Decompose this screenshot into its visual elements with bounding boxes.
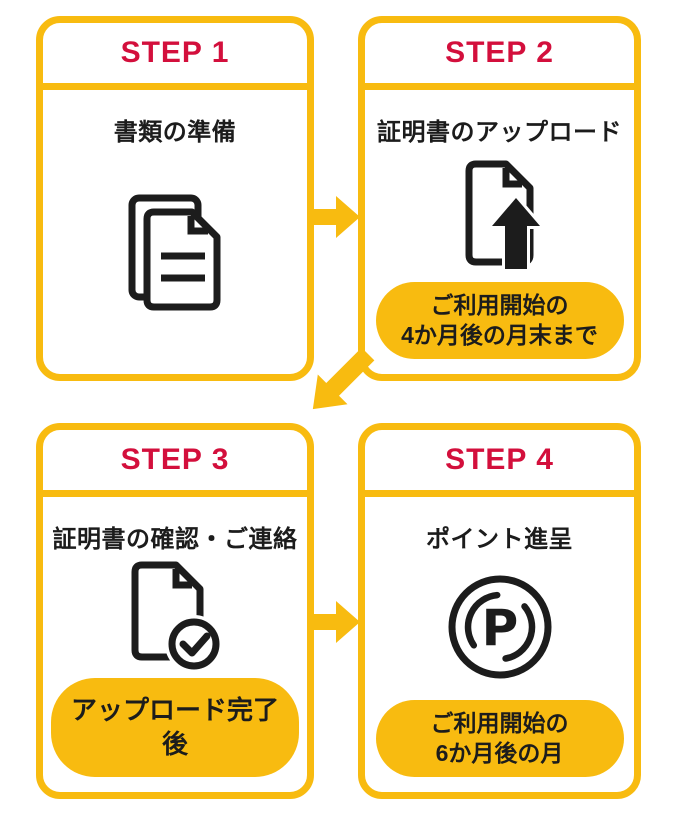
deadline-badge: ご利用開始の 6か月後の月	[375, 700, 624, 777]
step-title: 証明書の確認・ご連絡	[52, 526, 298, 553]
point-circle-icon: P	[445, 554, 555, 700]
step-4-body: ポイント進呈 P ご利用開始の 6か月後の月	[365, 497, 634, 792]
documents-icon	[127, 147, 223, 359]
badge-line: 4か月後の月末まで	[401, 321, 598, 348]
document-upload-icon	[454, 147, 546, 282]
step-3-header: STEP 3	[43, 430, 307, 497]
step-title: ポイント進呈	[426, 526, 573, 553]
step-2-body: 証明書のアップロード ご利用開始の 4か月後の月末まで	[365, 90, 634, 374]
deadline-badge: ご利用開始の 4か月後の月末まで	[375, 282, 624, 359]
badge-line: ご利用開始の	[430, 710, 569, 737]
step-1-card: STEP 1 書類の準備	[36, 16, 314, 381]
step-label: STEP 4	[445, 443, 554, 476]
step-3-card: STEP 3 証明書の確認・ご連絡 アップロード完了後	[36, 423, 314, 799]
arrow-right-icon	[308, 599, 360, 645]
point-letter: P	[481, 599, 518, 657]
step-label: STEP 3	[120, 443, 230, 476]
step-1-header: STEP 1	[43, 23, 307, 90]
step-4-header: STEP 4	[365, 430, 634, 497]
step-label: STEP 2	[445, 36, 554, 69]
step-title: 証明書のアップロード	[377, 119, 622, 146]
arrow-down-left-icon	[298, 348, 382, 432]
document-check-icon	[130, 554, 220, 678]
step-3-body: 証明書の確認・ご連絡 アップロード完了後	[43, 497, 307, 792]
badge-line: ご利用開始の	[430, 292, 569, 319]
badge-line: 6か月後の月	[435, 739, 564, 766]
deadline-badge: アップロード完了後	[51, 678, 299, 777]
arrow-right-icon	[308, 194, 360, 240]
step-2-header: STEP 2	[365, 23, 634, 90]
badge-line: アップロード完了後	[71, 695, 280, 759]
step-4-card: STEP 4 ポイント進呈 P ご利用開始の 6か月後の月	[358, 423, 641, 799]
step-label: STEP 1	[120, 36, 230, 69]
step-title: 書類の準備	[113, 119, 237, 146]
step-2-card: STEP 2 証明書のアップロード ご利用開始の 4か月後の月末まで	[358, 16, 641, 381]
step-1-body: 書類の準備	[43, 90, 307, 374]
